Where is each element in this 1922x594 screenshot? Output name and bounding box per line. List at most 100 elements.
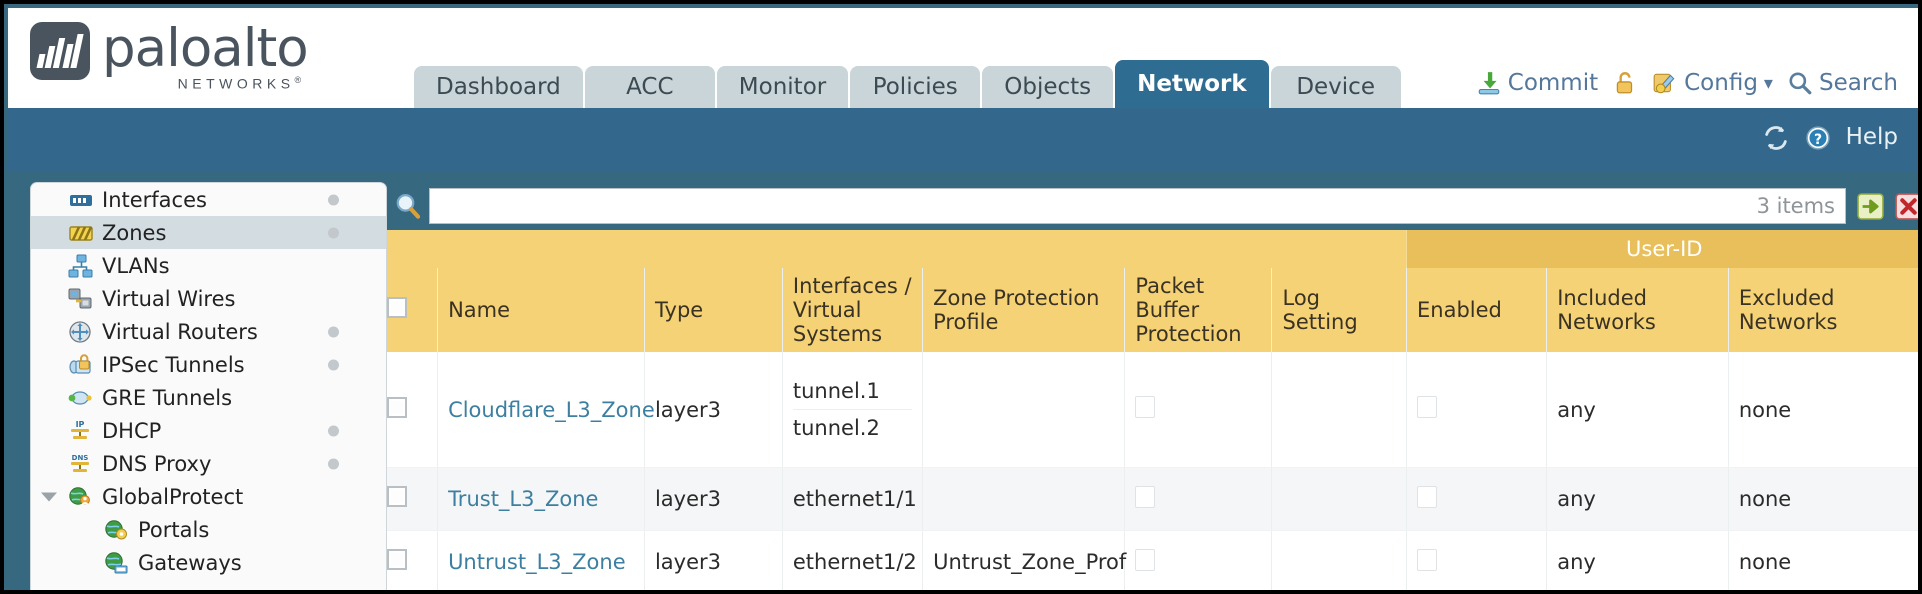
row-select-cell [387, 352, 439, 469]
zone-name-link[interactable]: Untrust_L3_Zone [448, 550, 626, 575]
row-select-checkbox[interactable] [387, 486, 407, 508]
sidebar-item-globalprotect[interactable]: GlobalProtect [31, 480, 386, 513]
sidebar-item-interfaces[interactable]: Interfaces [31, 183, 386, 216]
row-select-checkbox[interactable] [387, 396, 407, 418]
zone-name-link[interactable]: Cloudflare_L3_Zone [448, 397, 655, 422]
search-filter-icon[interactable] [393, 191, 423, 221]
expander-caret-icon[interactable] [41, 492, 57, 501]
search-icon [1787, 70, 1813, 96]
brand-text: paloalto NETWORKS® [102, 22, 309, 91]
select-all-checkbox[interactable] [387, 297, 407, 318]
cell-included-networks: any [1546, 467, 1729, 532]
sidebar-item-zones[interactable]: Zones [31, 216, 386, 249]
cell-interfaces: ethernet1/1 [782, 467, 924, 532]
sidebar-item-dhcp[interactable]: IP DHCP [31, 414, 386, 447]
sidebar-item-indicator-dot [328, 227, 339, 238]
column-header-packet-buffer-protection[interactable]: Packet Buffer Protection [1124, 268, 1273, 352]
svg-text:DNS: DNS [72, 454, 89, 462]
nav-tab-monitor[interactable]: Monitor [716, 66, 849, 108]
sidebar-item-label: Gateways [138, 550, 242, 575]
top-bar: paloalto NETWORKS® Dashboard ACC Monitor Po… [8, 8, 1918, 108]
nav-tab-device[interactable]: Device [1270, 66, 1401, 108]
column-header-included-networks[interactable]: Included Networks [1546, 268, 1729, 352]
commit-icon [1476, 70, 1502, 96]
help-icon[interactable]: ? [1804, 124, 1830, 150]
interface-entry: tunnel.2 [792, 409, 913, 446]
config-label: Config [1684, 70, 1758, 96]
gateways-icon [103, 551, 129, 575]
row-select-checkbox[interactable] [387, 549, 407, 571]
commit-label: Commit [1507, 70, 1599, 96]
dns-proxy-icon: DNS [67, 452, 93, 476]
userid-enabled-checkbox[interactable] [1417, 548, 1438, 571]
column-header-type[interactable]: Type [644, 268, 783, 352]
virtual-routers-icon [67, 320, 93, 344]
column-header-enabled[interactable]: Enabled [1406, 268, 1548, 352]
cell-zone-protection-profile: Untrust_Zone_Prof [922, 530, 1126, 590]
help-label[interactable]: Help [1845, 124, 1898, 150]
sidebar-item-label: GRE Tunnels [102, 385, 233, 410]
apply-filter-button[interactable] [1857, 192, 1884, 220]
search-input[interactable]: 3 items [429, 188, 1846, 224]
search-button[interactable]: Search [1787, 70, 1898, 96]
vlans-icon [67, 254, 93, 278]
sidebar-item-vlans[interactable]: VLANs [31, 249, 386, 282]
sidebar-item-gateways[interactable]: Gateways [31, 546, 386, 579]
sidebar-item-indicator-dot [328, 425, 339, 436]
sidebar-item-indicator-dot [328, 458, 339, 469]
cell-log-setting [1271, 530, 1408, 590]
cell-name: Untrust_L3_Zone [437, 530, 645, 590]
nav-tab-policies[interactable]: Policies [850, 66, 981, 108]
column-header-name[interactable]: Name [437, 268, 645, 352]
column-header-excluded-networks[interactable]: Excluded Networks [1728, 268, 1918, 352]
nav-tab-label: Monitor [738, 74, 827, 100]
cell-log-setting [1271, 467, 1408, 532]
sidebar-item-portals[interactable]: Portals [31, 513, 386, 546]
packet-buffer-protection-checkbox[interactable] [1135, 396, 1156, 419]
zone-name-link[interactable]: Trust_L3_Zone [448, 487, 599, 512]
packet-buffer-protection-checkbox[interactable] [1135, 485, 1156, 508]
sidebar-item-label: Zones [102, 220, 167, 245]
sidebar-item-label: Virtual Wires [102, 286, 236, 311]
cell-packet-buffer-protection [1124, 530, 1273, 590]
brand-logo[interactable]: paloalto NETWORKS® [30, 22, 309, 91]
sidebar-item-ipsec-tunnels[interactable]: IPSec Tunnels [31, 348, 386, 381]
top-actions: Commit Config ▾ [1476, 70, 1898, 96]
nav-tab-objects[interactable]: Objects [982, 66, 1114, 108]
refresh-icon[interactable] [1762, 124, 1788, 150]
dhcp-icon: IP [67, 419, 93, 443]
portals-icon [103, 518, 129, 542]
packet-buffer-protection-checkbox[interactable] [1135, 548, 1156, 571]
cell-zone-protection-profile [922, 467, 1126, 532]
main-panel: 3 items [387, 182, 1918, 590]
config-menu[interactable]: Config ▾ [1652, 70, 1773, 96]
column-header-interfaces-virtual-systems[interactable]: Interfaces / Virtual Systems [782, 268, 924, 352]
sidebar-item-label: Interfaces [102, 187, 207, 212]
userid-enabled-checkbox[interactable] [1417, 485, 1438, 508]
column-header-zone-protection-profile[interactable]: Zone Protection Profile [922, 268, 1126, 352]
padlock-icon[interactable] [1612, 70, 1638, 96]
nav-tab-acc[interactable]: ACC [584, 66, 715, 108]
nav-tab-network[interactable]: Network [1115, 60, 1269, 108]
nav-tab-dashboard[interactable]: Dashboard [414, 66, 583, 108]
sidebar-item-gre-tunnels[interactable]: GRE Tunnels [31, 381, 386, 414]
commit-button[interactable]: Commit [1476, 70, 1598, 96]
column-header-log-setting[interactable]: Log Setting [1271, 268, 1408, 352]
cell-name: Trust_L3_Zone [437, 467, 645, 532]
clear-filter-button[interactable] [1895, 192, 1918, 220]
cell-userid-enabled [1406, 467, 1548, 532]
ipsec-tunnels-icon [67, 353, 93, 377]
userid-enabled-checkbox[interactable] [1417, 396, 1438, 419]
search-row: 3 items [387, 182, 1918, 230]
sidebar-item-label: DHCP [102, 418, 162, 443]
chevron-down-icon: ▾ [1763, 72, 1773, 94]
sidebar-item-virtual-wires[interactable]: Virtual Wires [31, 282, 386, 315]
sidebar-item-virtual-routers[interactable]: Virtual Routers [31, 315, 386, 348]
interface-entry: ethernet1/1 [792, 487, 917, 512]
nav-tab-label: ACC [626, 74, 674, 100]
